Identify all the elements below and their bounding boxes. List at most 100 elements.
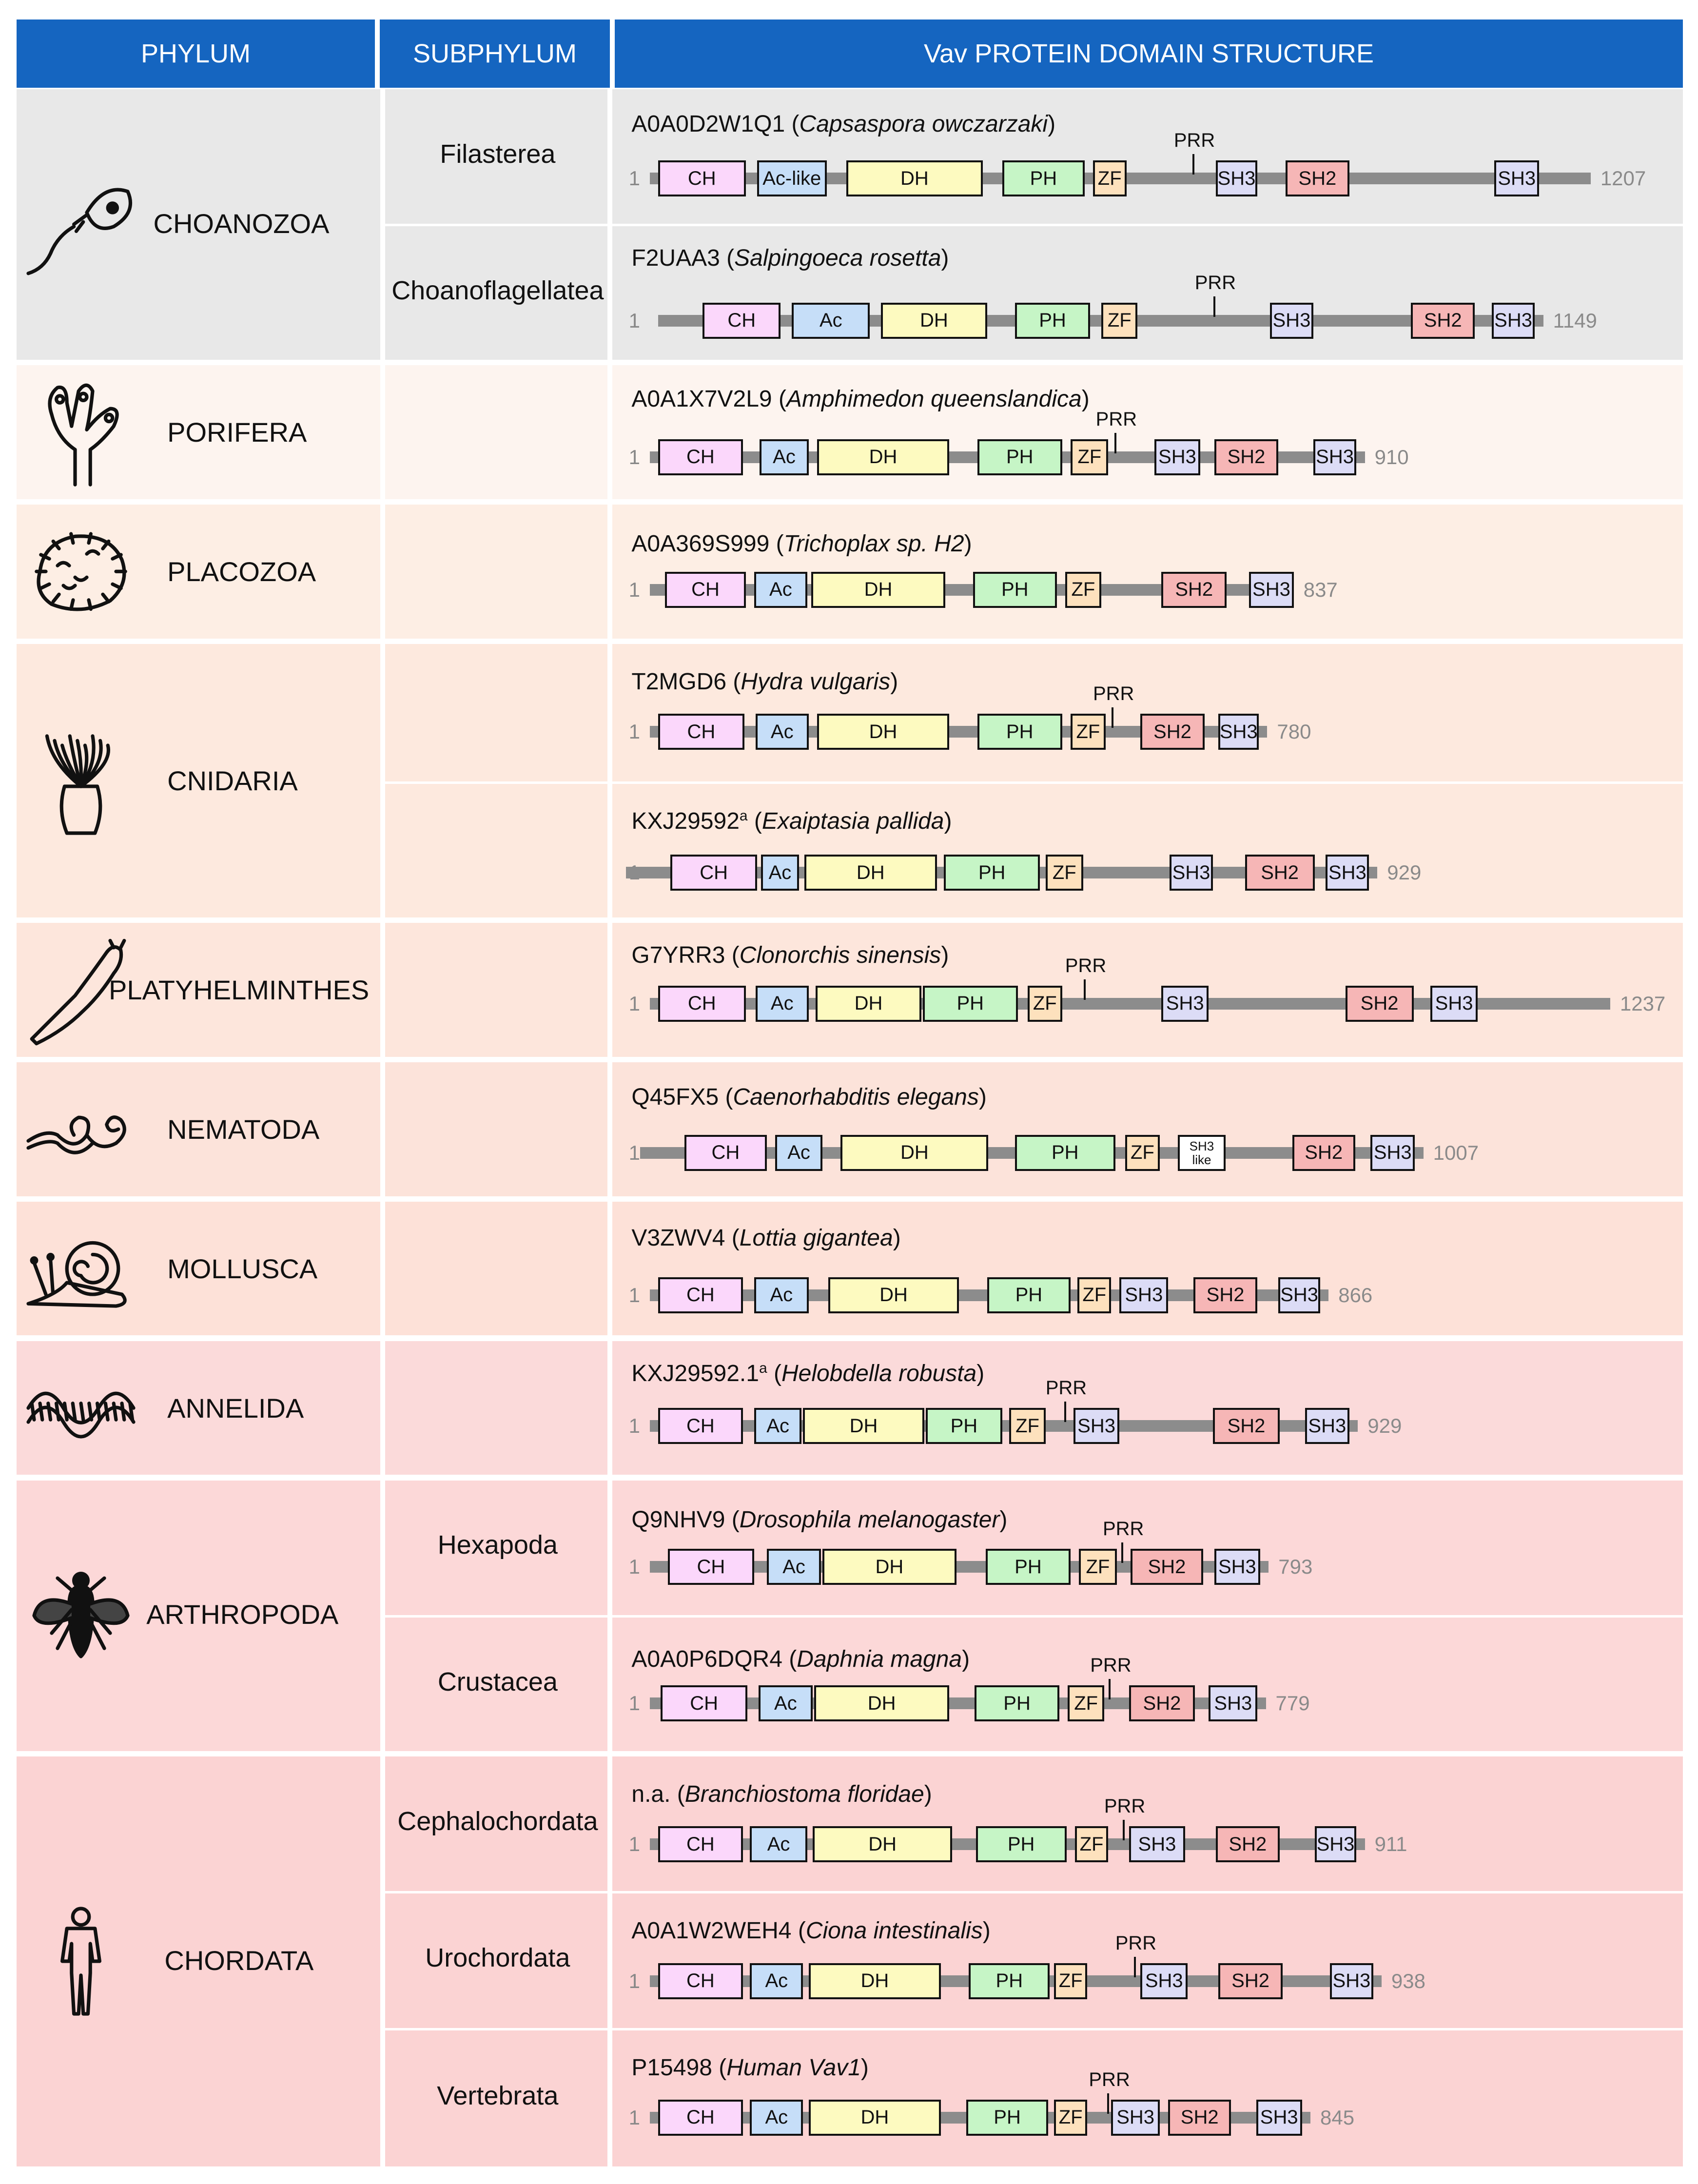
row-divider: [385, 1891, 1683, 1894]
protein-title: G7YRR3 (Clonorchis sinensis): [631, 942, 949, 968]
domain-label: PH: [1015, 1284, 1043, 1306]
domain-label: DH: [879, 1284, 908, 1306]
band-annelida: [17, 1341, 1683, 1475]
domain-ch: CH: [658, 1408, 743, 1444]
domain-ph: PH: [969, 1963, 1050, 1999]
domain-label: DH: [864, 579, 893, 601]
domain-label: SH2: [1175, 579, 1213, 601]
domain-label: SH3: [1316, 446, 1354, 468]
protein-title: A0A1X7V2L9 (Amphimedon queenslandica): [631, 386, 1090, 412]
organism-name: Hydra vulgaris: [741, 669, 891, 695]
domain-label: SH2: [1206, 1284, 1245, 1306]
domain-sh3: SH3: [1161, 985, 1209, 1022]
domain-label: ZF: [1074, 1692, 1098, 1714]
protein-length: 1237: [1620, 992, 1666, 1015]
domain-zf: ZF: [1074, 1826, 1109, 1863]
domain-sh3: SH3: [1313, 439, 1357, 475]
domain-dh: DH: [813, 1826, 953, 1863]
start-residue: 1: [628, 992, 641, 1015]
prr-label: PRR: [1102, 1518, 1144, 1540]
domain-label: SH3: [1166, 993, 1204, 1014]
start-residue: 1: [628, 578, 641, 601]
domain-sh3-like: SH3 like: [1178, 1134, 1226, 1171]
column-divider: [607, 644, 612, 917]
domain-label: SH3: [1308, 1415, 1347, 1437]
footnote-marker: a: [759, 1360, 767, 1376]
column-divider: [607, 1756, 612, 2166]
domain-ac: Ac: [758, 1685, 813, 1722]
column-divider: [380, 1062, 385, 1196]
domain-ph: PH: [966, 2099, 1049, 2136]
domain-label: ZF: [1097, 167, 1122, 189]
organism-name: Lottia gigantea: [739, 1225, 893, 1251]
domain-ch: CH: [658, 2099, 743, 2136]
header-subphylum: SUBPHYLUM: [380, 20, 610, 88]
domain-label: SH3: [1498, 167, 1536, 189]
start-residue: 1: [628, 1141, 641, 1164]
domain-dh: DH: [822, 1549, 956, 1585]
domain-dh: DH: [817, 714, 950, 750]
domain-ac: Ac: [755, 714, 809, 750]
fly-icon: [32, 1572, 130, 1658]
accession-id: A0A1W2WEH4: [631, 1918, 792, 1944]
domain-zf: ZF: [1125, 1134, 1160, 1171]
protein-title: T2MGD6 (Hydra vulgaris): [631, 669, 898, 695]
domain-label: SH2: [1231, 1970, 1269, 1991]
domain-label: SH3: [1158, 446, 1196, 468]
domain-sh2: SH2: [1140, 714, 1205, 750]
domain-dh: DH: [815, 985, 922, 1022]
protein-length: 1149: [1553, 309, 1597, 332]
domain-sh2: SH2: [1131, 1549, 1203, 1585]
domain-label: SH3: [1138, 1833, 1176, 1855]
domain-sh3: SH3: [1119, 1277, 1169, 1313]
domain-zf: ZF: [1093, 160, 1127, 197]
domain-label: PH: [956, 993, 984, 1014]
domain-label: SH3: [1328, 861, 1366, 883]
prr-label: PRR: [1095, 408, 1137, 430]
row-divider: [385, 781, 1683, 784]
protein-length: 929: [1367, 1414, 1402, 1438]
domain-label: SH2: [1360, 993, 1399, 1014]
domain-label: Ac: [766, 1415, 789, 1437]
subphylum-label: Filasterea: [440, 139, 556, 169]
start-residue: 1: [628, 2106, 641, 2129]
protein-title: V3ZWV4 (Lottia gigantea): [631, 1225, 901, 1251]
domain-ac: Ac: [755, 985, 809, 1022]
domain-zf: ZF: [1054, 1963, 1088, 1999]
domain-label: SH3: [1494, 310, 1532, 332]
domain-zf: ZF: [1077, 1277, 1112, 1313]
domain-label: PH: [978, 861, 1006, 883]
domain-zf: ZF: [1065, 571, 1102, 608]
band-porifera: [17, 365, 1683, 499]
start-residue: 1: [628, 720, 641, 743]
domain-dh: DH: [811, 571, 945, 608]
column-divider: [380, 1341, 385, 1475]
domain-label: DH: [869, 721, 898, 742]
domain-label: CH: [686, 1284, 715, 1306]
domain-label: ZF: [1071, 579, 1095, 601]
domain-sh2: SH2: [1212, 1408, 1280, 1444]
row-divider: [385, 224, 1683, 227]
domain-label: SH2: [1229, 1833, 1267, 1855]
domain-label: DH: [868, 1833, 897, 1855]
domain-label: Ac: [787, 1142, 810, 1164]
domain-zf: ZF: [1101, 302, 1138, 339]
organism-name: Human Vav1: [726, 2054, 861, 2081]
organism-name: Amphimedon queenslandica: [786, 386, 1082, 412]
domain-sh3: SH3: [1326, 855, 1369, 891]
placozoan-icon: [34, 532, 127, 611]
protein-title: A0A1W2WEH4 (Ciona intestinalis): [631, 1918, 991, 1944]
domain-label: ZF: [1079, 1833, 1104, 1855]
prr-marker: [1133, 1956, 1136, 1977]
domain-dh: DH: [881, 302, 987, 339]
domain-label: Ac: [769, 579, 792, 601]
domain-sh3: SH3: [1494, 160, 1539, 197]
domain-ph: PH: [923, 985, 1018, 1022]
phylum-label: CHORDATA: [164, 1945, 314, 1976]
subphylum-label: Vertebrata: [437, 2081, 559, 2110]
domain-label: SH3: [1252, 579, 1290, 601]
domain-ac: Ac: [754, 1408, 802, 1444]
organism-name: Capsaspora owczarzaki: [799, 111, 1048, 137]
domain-ch: CH: [658, 1963, 743, 1999]
protein-title: Q45FX5 (Caenorhabditis elegans): [631, 1084, 987, 1111]
